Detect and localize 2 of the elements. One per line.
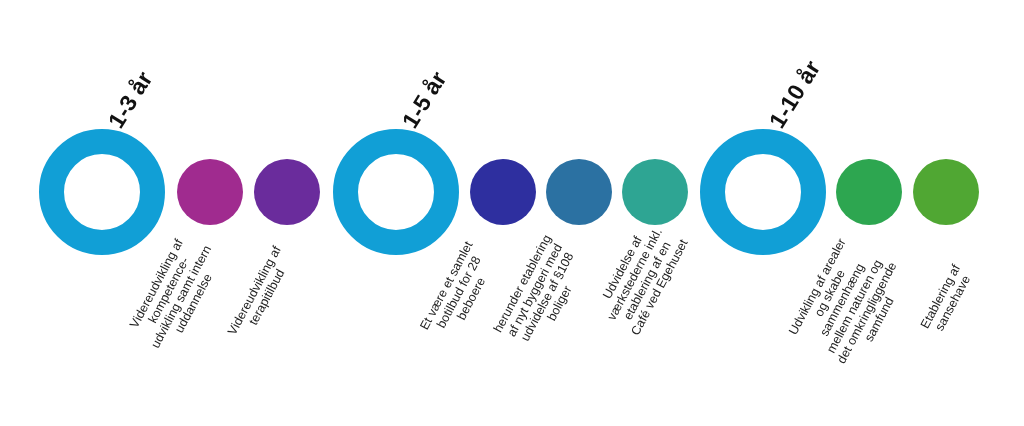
period-heading: 1-3 år bbox=[104, 67, 157, 132]
period-heading: 1-5 år bbox=[398, 67, 451, 132]
